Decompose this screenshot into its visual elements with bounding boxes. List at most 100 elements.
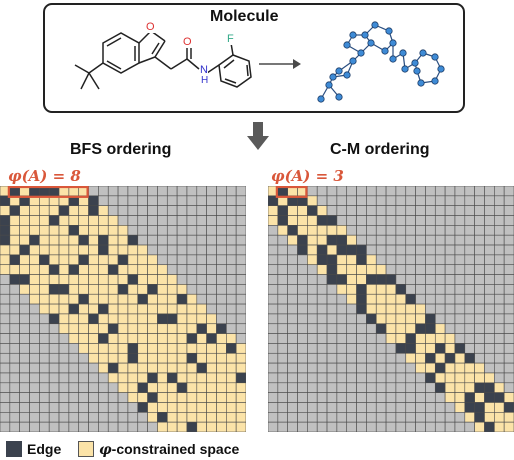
matrix-cell	[29, 412, 40, 423]
edge-cell	[78, 234, 89, 246]
matrix-cell	[444, 323, 456, 334]
matrix-cell	[29, 372, 40, 384]
matrix-cell	[307, 421, 318, 432]
matrix-cell	[474, 352, 485, 364]
matrix-cell	[268, 352, 279, 364]
matrix-cell	[316, 392, 328, 403]
matrix-cell	[268, 343, 279, 354]
matrix-cell	[88, 421, 99, 432]
constrained-cell	[39, 274, 50, 285]
matrix-cell	[336, 343, 348, 354]
matrix-cell	[127, 225, 139, 236]
matrix-cell	[415, 186, 426, 197]
edge-cell	[316, 215, 328, 226]
constrained-cell	[48, 205, 60, 216]
matrix-cell	[29, 343, 40, 354]
matrix-cell	[19, 402, 30, 413]
constrained-cell	[206, 362, 217, 374]
matrix-cell	[444, 264, 456, 275]
constrained-cell	[186, 402, 198, 413]
constrained-cell	[415, 362, 426, 374]
constrained-cell	[127, 313, 139, 325]
constrained-cell	[117, 274, 129, 285]
matrix-cell	[484, 362, 495, 374]
matrix-cell	[98, 372, 109, 384]
matrix-cell	[366, 402, 377, 413]
constrained-cell	[405, 303, 416, 315]
matrix-cell	[107, 186, 119, 197]
matrix-cell	[0, 392, 11, 403]
constrained-cell	[68, 284, 80, 295]
matrix-cell	[346, 402, 357, 413]
matrix-cell	[0, 362, 11, 374]
edge-cell	[464, 402, 475, 413]
constrained-cell	[78, 284, 89, 295]
matrix-cell	[58, 352, 70, 364]
matrix-cell	[216, 254, 227, 266]
matrix-cell	[356, 195, 367, 206]
constrained-cell	[176, 343, 188, 354]
matrix-cell	[287, 392, 298, 403]
matrix-cell	[385, 372, 397, 384]
matrix-cell	[366, 244, 377, 256]
constrained-cell	[395, 293, 407, 305]
matrix-cell	[78, 402, 89, 413]
edge-cell	[287, 225, 298, 236]
constrained-cell	[98, 264, 109, 275]
matrix-cell	[415, 421, 426, 432]
matrix-cell	[29, 333, 40, 344]
matrix-cell	[268, 284, 279, 295]
matrix-cell	[196, 264, 207, 275]
matrix-cell	[336, 372, 348, 384]
constrained-cell	[166, 402, 178, 413]
matrix-cell	[307, 264, 318, 275]
constrained-cell	[277, 225, 288, 236]
edge-cell	[107, 323, 119, 334]
constrained-cell	[78, 274, 89, 285]
constrained-cell	[48, 293, 60, 305]
graph-node	[431, 77, 439, 85]
matrix-cell	[444, 303, 456, 315]
edge-cell	[297, 234, 308, 246]
constrained-cell	[29, 254, 40, 266]
constrained-cell	[78, 225, 89, 236]
matrix-cell	[316, 372, 328, 384]
constrained-cell	[166, 274, 178, 285]
constrained-cell	[39, 234, 50, 246]
matrix-cell	[0, 274, 11, 285]
matrix-cell	[48, 421, 60, 432]
constrained-cell	[216, 352, 227, 364]
constrained-cell	[235, 392, 246, 403]
constrained-cell	[434, 333, 446, 344]
matrix-cell	[268, 274, 279, 285]
constrained-cell	[206, 402, 217, 413]
matrix-cell	[464, 303, 475, 315]
matrix-cell	[268, 293, 279, 305]
matrix-cell	[58, 421, 70, 432]
constrained-cell	[366, 264, 377, 275]
matrix-cell	[464, 234, 475, 246]
matrix-cell	[9, 293, 20, 305]
matrix-cell	[226, 274, 237, 285]
matrix-cell	[444, 293, 456, 305]
constrained-cell	[375, 284, 387, 295]
constrained-cell	[58, 303, 70, 315]
matrix-cell	[216, 284, 227, 295]
matrix-cell	[268, 254, 279, 266]
matrix-cell	[226, 284, 237, 295]
constrained-cell	[206, 323, 217, 334]
constrained-cell	[484, 402, 495, 413]
edge-cell	[186, 333, 198, 344]
matrix-cell	[29, 392, 40, 403]
matrix-cell	[425, 225, 436, 236]
matrix-cell	[58, 412, 70, 423]
constrained-cell	[166, 284, 178, 295]
matrix-cell	[39, 382, 50, 393]
matrix-cell	[147, 205, 158, 216]
matrix-cell	[268, 313, 279, 325]
constrained-cell	[39, 293, 50, 305]
edge-cell	[176, 382, 188, 393]
matrix-cell	[226, 234, 237, 246]
constrained-cell	[346, 284, 357, 295]
matrix-cell	[0, 293, 11, 305]
